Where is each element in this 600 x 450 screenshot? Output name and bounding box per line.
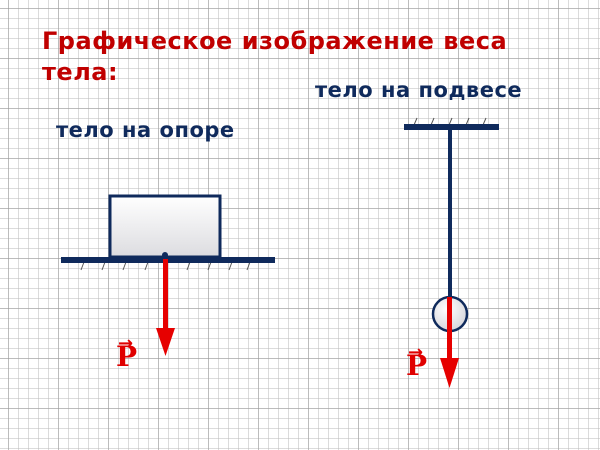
- suspension-string: [448, 127, 452, 297]
- contact-point: [162, 252, 168, 258]
- body-block: [108, 194, 222, 259]
- weight-vector-label-suspension: → P: [406, 342, 428, 382]
- vector-symbol: P: [406, 349, 428, 382]
- suspension-scene: [404, 117, 499, 388]
- support-scene: [61, 194, 275, 356]
- weight-vector-label-support: → P: [116, 333, 138, 373]
- ceiling-hatch: [413, 117, 487, 126]
- weight-vector-support: [156, 259, 175, 356]
- vector-symbol: P: [116, 340, 138, 373]
- weight-vector-suspension: [440, 297, 459, 388]
- suspension-label: тело на подвесе: [315, 78, 523, 102]
- support-label: тело на опоре: [56, 118, 235, 142]
- slide-title: Графическое изображение веса тела:: [42, 27, 508, 86]
- support-hatch: [80, 261, 251, 271]
- vector-arrow-icon: →: [118, 333, 134, 354]
- vector-arrow-icon: →: [408, 342, 424, 363]
